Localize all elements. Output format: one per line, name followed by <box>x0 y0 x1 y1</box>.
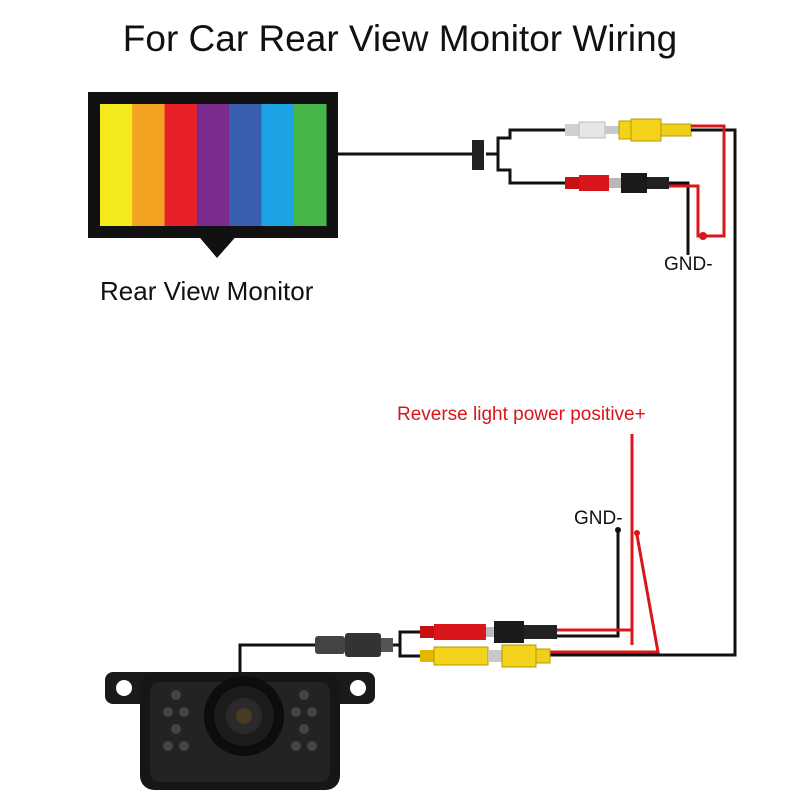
rear-view-monitor <box>88 92 338 258</box>
monitor-color-bar <box>164 104 198 226</box>
monitor-color-bar <box>132 104 166 226</box>
camera-video-rca <box>420 644 551 668</box>
cable-splitter <box>472 140 484 170</box>
monitor-color-bar <box>293 104 327 226</box>
camera-power-connector <box>420 621 557 643</box>
top-video-rca <box>565 118 692 142</box>
gnd-label-top: GND- <box>664 254 713 275</box>
rear-view-camera <box>105 672 375 790</box>
junction-dot-top <box>699 232 707 240</box>
monitor-label: Rear View Monitor <box>100 276 314 306</box>
monitor-color-bars <box>100 104 327 226</box>
top-wiring <box>548 124 737 657</box>
ir-leds-right <box>291 690 317 751</box>
top-power-connector <box>565 173 669 193</box>
reverse-power-wiring <box>548 434 660 654</box>
junction-dot-power <box>634 530 640 536</box>
camera-cable <box>238 630 420 672</box>
monitor-color-bar <box>100 104 133 226</box>
diagram-title: For Car Rear View Monitor Wiring <box>122 18 678 59</box>
monitor-color-bar <box>196 104 230 226</box>
ir-leds-left <box>163 690 189 751</box>
gnd-label-camera: GND- <box>574 508 623 529</box>
camera-plug <box>315 633 393 657</box>
junction-dot-gnd <box>615 527 621 533</box>
monitor-cable <box>338 128 565 185</box>
reverse-power-label: Reverse light power positive+ <box>397 404 646 425</box>
monitor-color-bar <box>229 104 262 226</box>
monitor-color-bar <box>261 104 295 226</box>
